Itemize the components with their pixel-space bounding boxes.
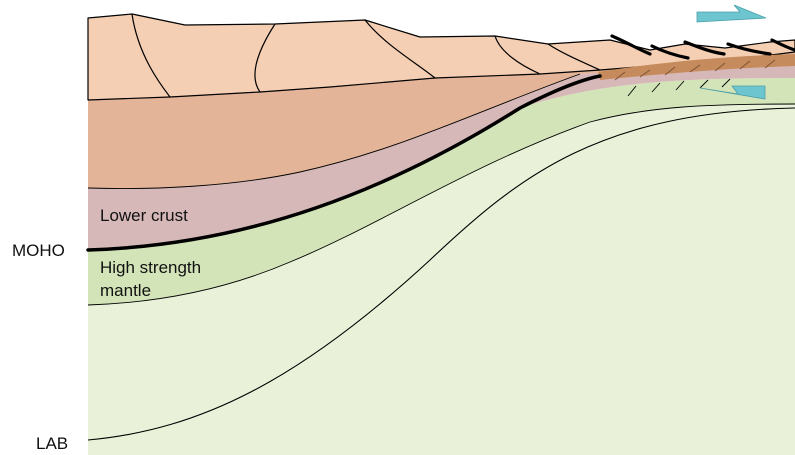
lab-label: LAB	[36, 434, 68, 453]
high-strength-mantle-label-line1: High strength	[100, 258, 201, 277]
lower-crust-label: Lower crust	[100, 206, 188, 225]
top-shear-arrow-icon	[697, 5, 766, 22]
moho-label: MOHO	[12, 241, 65, 260]
high-strength-mantle-label-line2: mantle	[100, 281, 151, 300]
